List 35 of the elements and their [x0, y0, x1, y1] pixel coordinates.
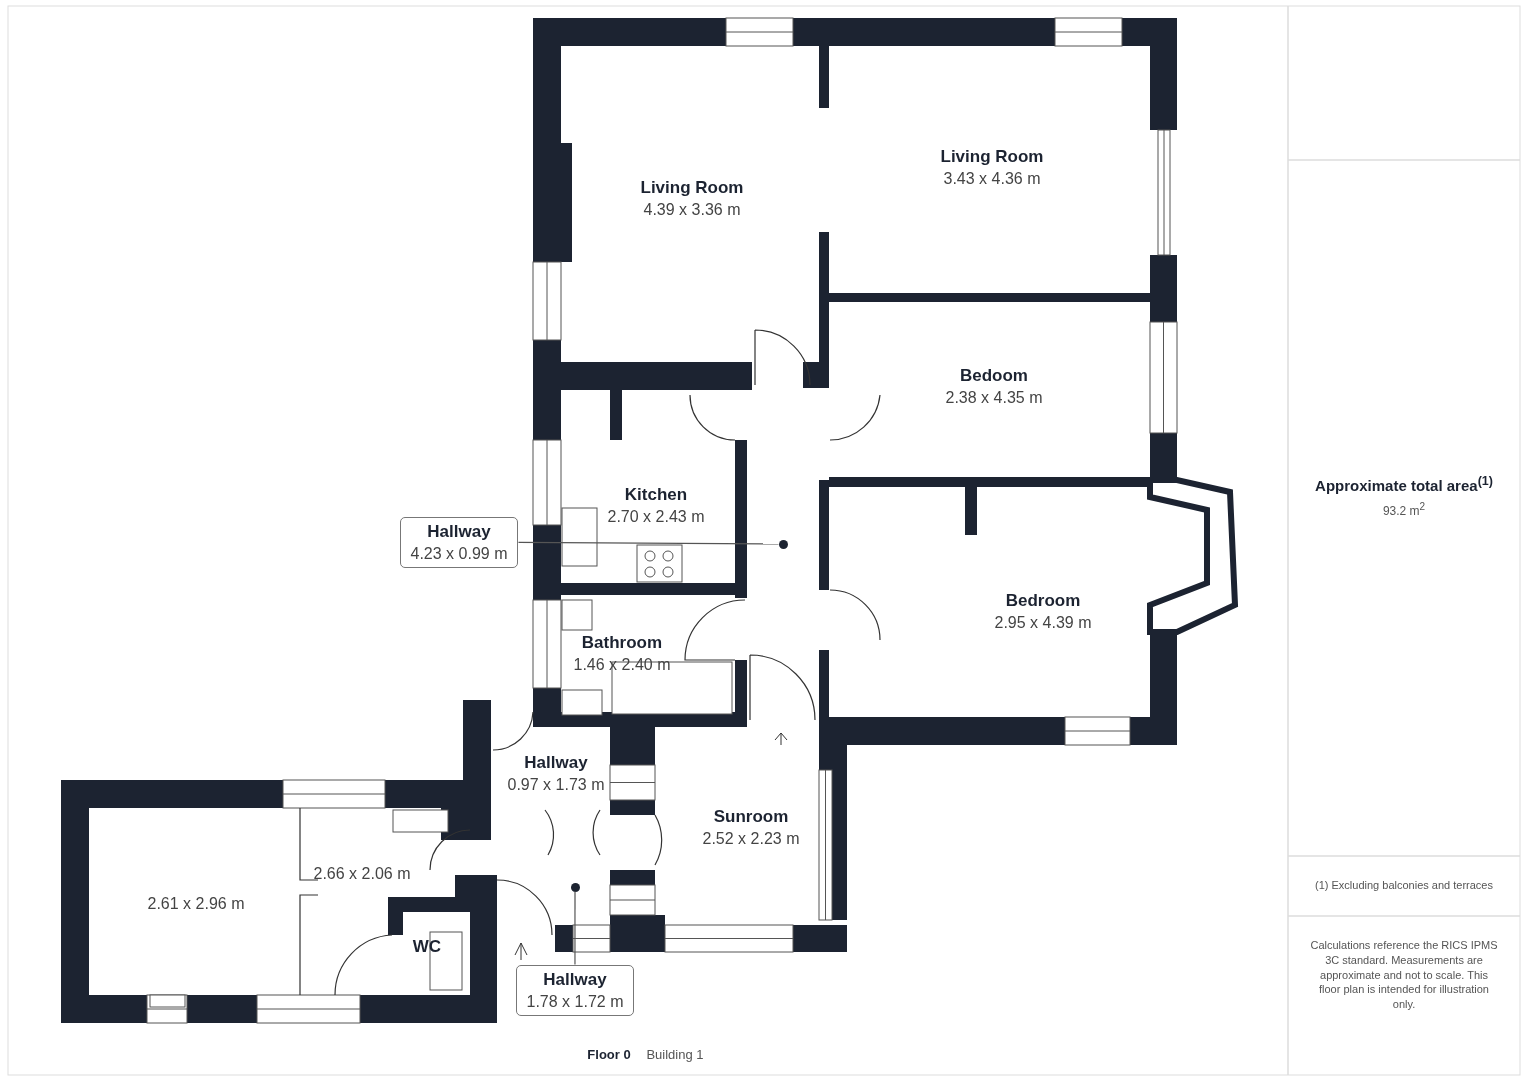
callout-box	[515, 964, 635, 1016]
room-dimensions: 0.97 x 1.73 m	[507, 775, 605, 794]
room-dimensions: WC	[412, 937, 442, 957]
room-name: Bedroom	[1004, 590, 1082, 611]
leader-line	[574, 890, 576, 966]
disclaimer-note: Calculations reference the RICS IPMS 3C standard. Measurements are approximate and not to scale. This floor plan is intended for illustration only.	[1309, 937, 1499, 1013]
room-name: Kitchen	[623, 484, 689, 505]
area-value: 93.2 m$^{2}$	[1381, 500, 1427, 520]
room-name: Hallway	[426, 521, 492, 542]
room-dimensions: 1.46 x 2.40 m	[573, 655, 671, 674]
room-name: Living Room	[640, 177, 744, 198]
room-dimensions: 2.70 x 2.43 m	[607, 507, 705, 526]
leader-dot	[778, 539, 788, 549]
room-dimensions: 3.43 x 4.36 m	[942, 169, 1042, 188]
floor-label: Floor 0	[586, 1046, 632, 1064]
room-dimensions: 4.23 x 0.99 m	[410, 544, 508, 563]
room-dimensions: 2.95 x 4.39 m	[994, 613, 1092, 632]
callout-box	[399, 516, 519, 568]
area-heading: Approximate total area$^{(1)}$	[1314, 473, 1494, 497]
room-dimensions: 2.38 x 4.35 m	[945, 388, 1043, 407]
room-name: Hallway	[542, 969, 608, 990]
room-dimensions: 2.66 x 2.06 m	[313, 864, 411, 883]
room-dimensions: 2.61 x 2.96 m	[147, 894, 245, 913]
leader-line	[517, 541, 780, 545]
leader-dot	[570, 882, 580, 892]
room-name: Bathroom	[580, 632, 664, 653]
room-dimensions: 4.39 x 3.36 m	[642, 200, 742, 219]
building-label: Building 1	[645, 1046, 705, 1064]
room-name: Living Room	[940, 146, 1044, 167]
room-name: Sunroom	[712, 806, 790, 827]
footnote: (1) Excluding balconies and terraces	[1314, 877, 1494, 893]
room-dimensions: 1.78 x 1.72 m	[526, 992, 624, 1011]
room-name: Bedoom	[959, 365, 1029, 386]
room-name: Hallway	[523, 752, 589, 773]
room-dimensions: 2.52 x 2.23 m	[702, 829, 800, 848]
